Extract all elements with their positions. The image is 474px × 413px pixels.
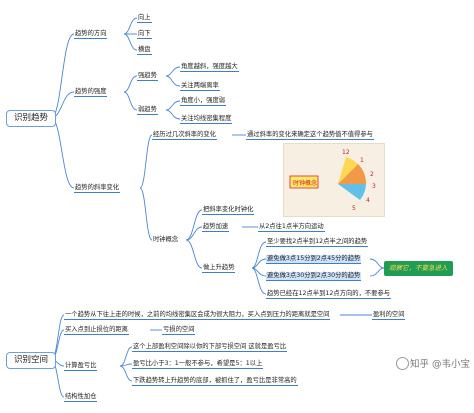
- accelerate-direction: 从2点往1点半方向运动: [258, 223, 325, 232]
- svg-text:3: 3: [372, 183, 376, 190]
- rising-rule-1: 至少要找2点半到12点半之间的趋势: [266, 238, 369, 247]
- slope-change-count: 经历过几次斜率的变化: [152, 131, 217, 140]
- profit-space: 盈利的空间: [372, 311, 406, 320]
- clock-concept: 时钟概念: [153, 236, 179, 243]
- clock-sketch: 时钟概念 12 1 2 3 4 5: [289, 149, 376, 212]
- zhihu-logo-icon: [396, 357, 409, 370]
- ratio-threshold: 盈亏比小于3：1一般不参与，希望是5：1以上: [132, 360, 264, 369]
- calc-profit-loss-ratio: 计算盈亏比: [64, 362, 98, 371]
- weak-trend-focus: 关注均线密集程度: [180, 115, 233, 124]
- stop-loss-distance: 买入点到止损位的距离: [64, 326, 129, 335]
- direction-down: 向下: [137, 30, 152, 39]
- strong-trend-focus: 关注两端离率: [180, 82, 220, 91]
- slope-judge: 通过斜率的变化来确定这个趋势值不值得参与: [246, 131, 374, 140]
- root-identify-space: 识别空间: [6, 352, 57, 369]
- structural-add-position: 结构性加仓: [64, 393, 98, 402]
- loss-space: 亏损的空间: [162, 326, 196, 335]
- direction-sideways: 横盘: [137, 46, 152, 55]
- trend-slope-change: 趋势的斜率变化: [74, 184, 121, 193]
- strong-trend: 强趋势: [137, 72, 158, 81]
- svg-text:时钟概念: 时钟概念: [293, 179, 317, 187]
- watermark: 知乎 @韦小宝: [410, 359, 471, 370]
- strong-trend-angle: 角度越斜，强度越大: [180, 63, 239, 72]
- svg-text:12: 12: [342, 149, 350, 156]
- ratio-reversal: 下跌趋势转上升趋势的底部，被抓住了，盈亏比是非常高的: [132, 377, 298, 386]
- rising-trend: 做上升趋势: [202, 264, 236, 273]
- svg-text:5: 5: [352, 205, 356, 212]
- rising-rule-2: 避免做3点15分到2点45分的趋势: [266, 255, 362, 264]
- root-identify-trend: 识别趋势: [6, 110, 57, 127]
- ratio-definition: 这个上部盈利空间除以你的下部亏损空间 这就是盈亏比: [132, 343, 288, 352]
- trend-accelerate: 趋势加速: [202, 223, 230, 232]
- weak-trend: 弱趋势: [137, 106, 158, 115]
- rising-rule-4: 趋势已经在12点半到12点方向的，不要参与: [266, 290, 392, 299]
- trend-direction: 趋势的方向: [74, 30, 108, 39]
- rising-rule-3: 避免做3点30分到2点30分的趋势: [266, 272, 362, 281]
- svg-text:1: 1: [360, 157, 364, 164]
- space-definition: 一个趋势从下往上走的时候，之前的均线密集区会成为很大阻力，买入点到压力的距离就是…: [64, 311, 331, 320]
- weak-trend-angle: 角度小，强度弱: [180, 97, 227, 106]
- trend-strength: 趋势的强度: [74, 88, 108, 97]
- direction-up: 向上: [137, 14, 152, 23]
- clock-slope: 把斜率变化时钟化: [202, 206, 255, 215]
- observe-note: 观察它，不要急进入: [384, 261, 453, 276]
- clock-diagram-image: 时钟概念 12 1 2 3 4 5: [283, 143, 385, 217]
- svg-text:4: 4: [366, 197, 370, 204]
- svg-text:2: 2: [370, 171, 374, 178]
